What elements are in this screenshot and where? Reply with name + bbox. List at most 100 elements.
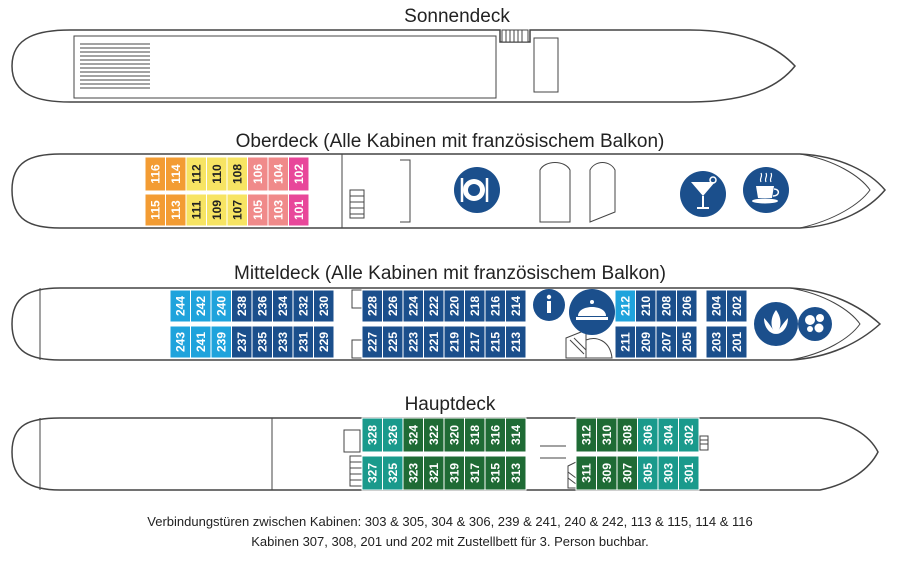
cabin-213[interactable]: 213 <box>505 325 527 359</box>
cabin-111[interactable]: 111 <box>185 193 207 227</box>
cabin-224[interactable]: 224 <box>402 289 424 323</box>
cabin-109[interactable]: 109 <box>206 193 228 227</box>
cabin-number: 240 <box>214 296 228 316</box>
cabin-223[interactable]: 223 <box>402 325 424 359</box>
cabin-240[interactable]: 240 <box>210 289 232 323</box>
cabin-315[interactable]: 315 <box>484 455 506 491</box>
cabin-210[interactable]: 210 <box>635 289 657 323</box>
cabin-321[interactable]: 321 <box>423 455 445 491</box>
cabin-112[interactable]: 112 <box>185 156 207 192</box>
wellness-icon <box>798 307 832 341</box>
cabin-305[interactable]: 305 <box>637 455 659 491</box>
cabin-306[interactable]: 306 <box>637 417 659 453</box>
cabin-238[interactable]: 238 <box>231 289 253 323</box>
cabin-102[interactable]: 102 <box>288 156 310 192</box>
cabin-207[interactable]: 207 <box>655 325 677 359</box>
cabin-107[interactable]: 107 <box>226 193 248 227</box>
cabin-211[interactable]: 211 <box>614 325 636 359</box>
cabin-234[interactable]: 234 <box>272 289 294 323</box>
cabin-221[interactable]: 221 <box>423 325 445 359</box>
cabin-219[interactable]: 219 <box>443 325 465 359</box>
cabin-113[interactable]: 113 <box>165 193 187 227</box>
cabin-114[interactable]: 114 <box>165 156 187 192</box>
cabin-318[interactable]: 318 <box>464 417 486 453</box>
main-stairs <box>349 455 363 487</box>
cabin-number: 233 <box>276 332 290 352</box>
cabin-233[interactable]: 233 <box>272 325 294 359</box>
cabin-number: 211 <box>618 332 632 352</box>
cabin-302[interactable]: 302 <box>678 417 700 453</box>
cabin-239[interactable]: 239 <box>210 325 232 359</box>
cabin-309[interactable]: 309 <box>596 455 618 491</box>
cabin-222[interactable]: 222 <box>423 289 445 323</box>
cabin-243[interactable]: 243 <box>169 325 191 359</box>
cabin-225[interactable]: 225 <box>382 325 404 359</box>
cabin-308[interactable]: 308 <box>616 417 638 453</box>
cabin-215[interactable]: 215 <box>484 325 506 359</box>
cabin-327[interactable]: 327 <box>361 455 383 491</box>
cabin-229[interactable]: 229 <box>313 325 335 359</box>
cabin-214[interactable]: 214 <box>505 289 527 323</box>
cabin-319[interactable]: 319 <box>443 455 465 491</box>
cabin-301[interactable]: 301 <box>678 455 700 491</box>
cabin-203[interactable]: 203 <box>705 325 727 359</box>
cabin-106[interactable]: 106 <box>247 156 269 192</box>
cabin-241[interactable]: 241 <box>190 325 212 359</box>
cabin-number: 241 <box>194 332 208 352</box>
cabin-325[interactable]: 325 <box>382 455 404 491</box>
cabin-230[interactable]: 230 <box>313 289 335 323</box>
cabin-116[interactable]: 116 <box>144 156 166 192</box>
cabin-number: 105 <box>251 200 265 220</box>
cabin-323[interactable]: 323 <box>402 455 424 491</box>
cabin-204[interactable]: 204 <box>705 289 727 323</box>
cabin-228[interactable]: 228 <box>361 289 383 323</box>
cabin-212[interactable]: 212 <box>614 289 636 323</box>
cabin-101[interactable]: 101 <box>288 193 310 227</box>
cabin-number: 230 <box>317 296 331 316</box>
cabin-237[interactable]: 237 <box>231 325 253 359</box>
cabin-310[interactable]: 310 <box>596 417 618 453</box>
cabin-105[interactable]: 105 <box>247 193 269 227</box>
cabin-303[interactable]: 303 <box>657 455 679 491</box>
cabin-235[interactable]: 235 <box>251 325 273 359</box>
cabin-244[interactable]: 244 <box>169 289 191 323</box>
cabin-316[interactable]: 316 <box>484 417 506 453</box>
cabin-226[interactable]: 226 <box>382 289 404 323</box>
sun-deck-title: Sonnendeck <box>404 6 510 27</box>
cabin-232[interactable]: 232 <box>292 289 314 323</box>
cabin-209[interactable]: 209 <box>635 325 657 359</box>
cabin-317[interactable]: 317 <box>464 455 486 491</box>
cabin-324[interactable]: 324 <box>402 417 424 453</box>
cabin-104[interactable]: 104 <box>267 156 289 192</box>
cabin-103[interactable]: 103 <box>267 193 289 227</box>
cabin-206[interactable]: 206 <box>676 289 698 323</box>
cabin-307[interactable]: 307 <box>616 455 638 491</box>
cabin-311[interactable]: 311 <box>575 455 597 491</box>
cabin-320[interactable]: 320 <box>443 417 465 453</box>
cabin-number: 301 <box>682 463 696 483</box>
cabin-304[interactable]: 304 <box>657 417 679 453</box>
cabin-227[interactable]: 227 <box>361 325 383 359</box>
cabin-231[interactable]: 231 <box>292 325 314 359</box>
cabin-314[interactable]: 314 <box>505 417 527 453</box>
cabin-number: 103 <box>271 200 285 220</box>
cabin-220[interactable]: 220 <box>443 289 465 323</box>
cabin-115[interactable]: 115 <box>144 193 166 227</box>
cabin-208[interactable]: 208 <box>655 289 677 323</box>
cabin-number: 313 <box>509 463 523 483</box>
cabin-217[interactable]: 217 <box>464 325 486 359</box>
cabin-201[interactable]: 201 <box>726 325 748 359</box>
cabin-202[interactable]: 202 <box>726 289 748 323</box>
cabin-216[interactable]: 216 <box>484 289 506 323</box>
cabin-218[interactable]: 218 <box>464 289 486 323</box>
cabin-328[interactable]: 328 <box>361 417 383 453</box>
cabin-312[interactable]: 312 <box>575 417 597 453</box>
cabin-313[interactable]: 313 <box>505 455 527 491</box>
cabin-322[interactable]: 322 <box>423 417 445 453</box>
cabin-108[interactable]: 108 <box>226 156 248 192</box>
cabin-236[interactable]: 236 <box>251 289 273 323</box>
cabin-110[interactable]: 110 <box>206 156 228 192</box>
cabin-242[interactable]: 242 <box>190 289 212 323</box>
cabin-326[interactable]: 326 <box>382 417 404 453</box>
cabin-205[interactable]: 205 <box>676 325 698 359</box>
